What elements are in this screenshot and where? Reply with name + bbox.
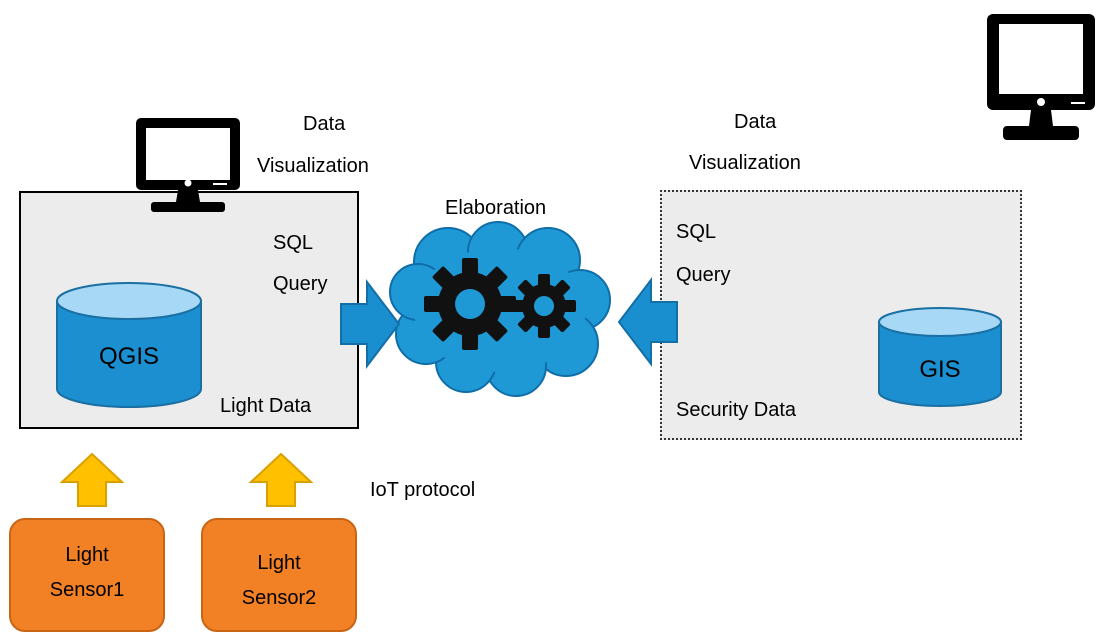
qgis-label: QGIS: [98, 343, 159, 370]
light-sensor-1: Light Sensor1: [9, 518, 165, 632]
right-data-label: Security Data: [676, 399, 797, 421]
elaboration-label: Elaboration: [445, 197, 547, 219]
sensor-1-line2: Sensor1: [49, 579, 125, 601]
large-gear-icon: [424, 258, 516, 350]
sensor-1-line1: Light: [65, 544, 109, 566]
up-arrow-icon: [59, 452, 125, 507]
left-query-line2: Query: [273, 273, 328, 295]
iot-protocol-label: IoT protocol: [370, 479, 476, 501]
small-gear-icon: [512, 274, 576, 338]
up-arrow-icon-2: [248, 452, 314, 507]
right-title-line1: Data: [734, 111, 777, 133]
left-monitor-icon: [136, 118, 240, 212]
right-query-line2: Query: [676, 264, 731, 286]
left-query-line1: SQL: [273, 232, 314, 254]
right-arrow-icon: [340, 279, 401, 369]
gis-label: GIS: [919, 356, 961, 383]
left-data-label: Light Data: [220, 395, 312, 417]
light-sensor-2: Light Sensor2: [201, 518, 357, 632]
left-title-line1: Data: [303, 113, 346, 135]
left-title-line2: Visualization: [257, 155, 369, 177]
sensor-2-line1: Light: [257, 552, 301, 574]
elaboration-cloud-icon: [389, 221, 611, 397]
qgis-database-icon: [56, 282, 202, 408]
sensor-2-line2: Sensor2: [241, 587, 317, 609]
right-query-line1: SQL: [676, 221, 717, 243]
gis-database-icon: [878, 307, 1002, 407]
left-arrow-icon: [617, 277, 678, 367]
right-monitor-icon: [987, 14, 1095, 140]
right-title-line2: Visualization: [689, 152, 801, 174]
